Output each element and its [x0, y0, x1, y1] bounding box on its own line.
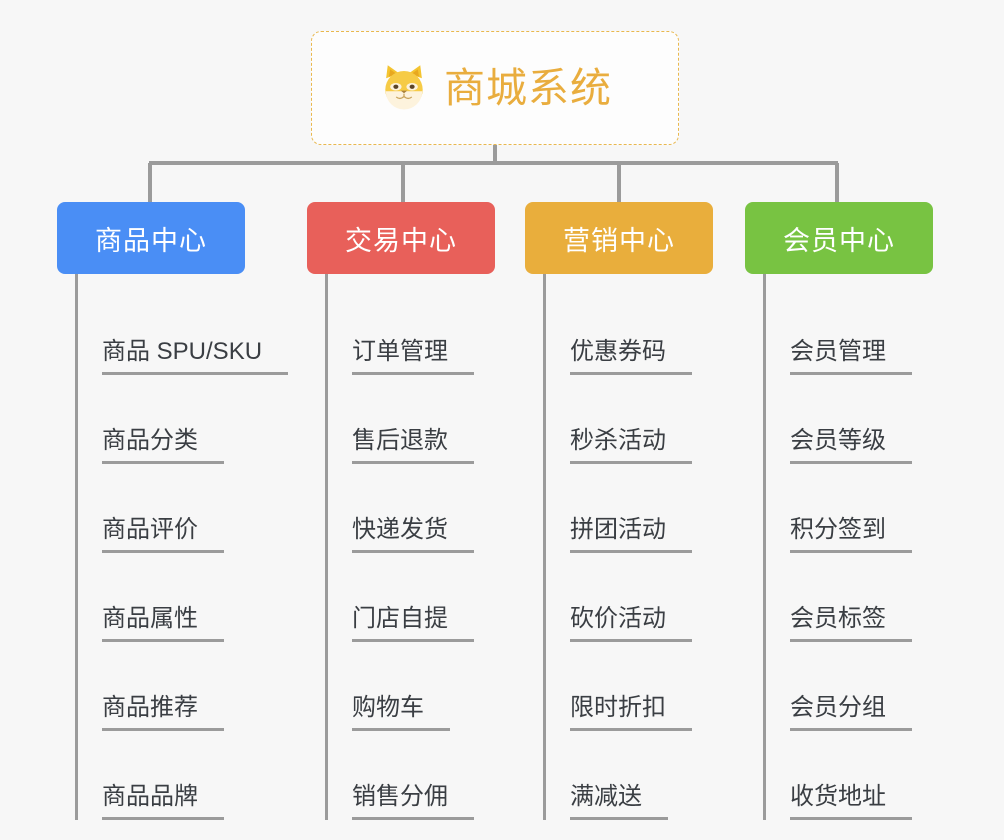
list-item-label: 商品推荐 — [102, 694, 224, 731]
list-item[interactable]: 会员等级 — [766, 375, 933, 464]
root-node-title: 商城系统 — [444, 64, 612, 111]
list-item-label: 商品属性 — [102, 605, 224, 642]
list-item-label: 商品评价 — [102, 516, 224, 553]
list-item[interactable]: 优惠券码 — [546, 286, 713, 375]
list-item[interactable]: 商品评价 — [78, 464, 245, 553]
list-item[interactable]: 商品品牌 — [78, 731, 245, 820]
list-item-label: 商品品牌 — [102, 783, 224, 820]
list-item[interactable]: 拼团活动 — [546, 464, 713, 553]
column-items-marketing-center: 优惠券码 秒杀活动 拼团活动 砍价活动 限时折扣 满减送 — [543, 274, 713, 820]
list-item-label: 积分签到 — [790, 516, 912, 553]
list-item[interactable]: 会员标签 — [766, 553, 933, 642]
list-item[interactable]: 收货地址 — [766, 731, 933, 820]
list-item[interactable]: 商品分类 — [78, 375, 245, 464]
list-item-label: 快递发货 — [352, 516, 474, 553]
list-item[interactable]: 商品推荐 — [78, 642, 245, 731]
list-item[interactable]: 满减送 — [546, 731, 713, 820]
category-header-trade-center[interactable]: 交易中心 — [307, 202, 495, 274]
list-item-label: 会员等级 — [790, 427, 912, 464]
list-item-label: 商品分类 — [102, 427, 224, 464]
list-item-label: 收货地址 — [790, 783, 912, 820]
category-header-label: 商品中心 — [95, 225, 207, 256]
category-header-product-center[interactable]: 商品中心 — [57, 202, 245, 274]
list-item-label: 订单管理 — [352, 338, 474, 375]
list-item-label: 销售分佣 — [352, 783, 474, 820]
column-items-trade-center: 订单管理 售后退款 快递发货 门店自提 购物车 销售分佣 — [325, 274, 495, 820]
list-item-label: 拼团活动 — [570, 516, 692, 553]
list-item[interactable]: 售后退款 — [328, 375, 495, 464]
list-item-label: 优惠券码 — [570, 338, 692, 375]
list-item-label: 砍价活动 — [570, 605, 692, 642]
column-marketing-center: 营销中心 优惠券码 秒杀活动 拼团活动 砍价活动 限时折扣 — [525, 202, 713, 820]
list-item-label: 限时折扣 — [570, 694, 692, 731]
category-header-marketing-center[interactable]: 营销中心 — [525, 202, 713, 274]
list-item[interactable]: 门店自提 — [328, 553, 495, 642]
list-item[interactable]: 商品属性 — [78, 553, 245, 642]
list-item-label: 满减送 — [570, 783, 668, 820]
column-trade-center: 交易中心 订单管理 售后退款 快递发货 门店自提 购物车 — [307, 202, 495, 820]
root-node-mall-system[interactable]: 商城系统 — [311, 31, 679, 145]
column-product-center: 商品中心 商品 SPU/SKU 商品分类 商品评价 商品属性 商品推荐 — [57, 202, 289, 820]
list-item-label: 会员管理 — [790, 338, 912, 375]
list-item[interactable]: 会员管理 — [766, 286, 933, 375]
category-header-label: 交易中心 — [345, 225, 457, 256]
list-item[interactable]: 限时折扣 — [546, 642, 713, 731]
category-header-member-center[interactable]: 会员中心 — [745, 202, 933, 274]
column-member-center: 会员中心 会员管理 会员等级 积分签到 会员标签 会员分组 — [745, 202, 933, 820]
list-item[interactable]: 销售分佣 — [328, 731, 495, 820]
list-item-label: 售后退款 — [352, 427, 474, 464]
shiba-dog-icon — [378, 62, 430, 114]
list-item[interactable]: 会员分组 — [766, 642, 933, 731]
list-item-label: 购物车 — [352, 694, 450, 731]
column-items-product-center: 商品 SPU/SKU 商品分类 商品评价 商品属性 商品推荐 商品品牌 — [75, 274, 289, 820]
list-item[interactable]: 购物车 — [328, 642, 495, 731]
list-item-label: 会员标签 — [790, 605, 912, 642]
list-item[interactable]: 商品 SPU/SKU — [78, 286, 289, 375]
category-header-label: 营销中心 — [563, 225, 675, 256]
list-item[interactable]: 订单管理 — [328, 286, 495, 375]
list-item-label: 商品 SPU/SKU — [102, 338, 289, 375]
list-item[interactable]: 秒杀活动 — [546, 375, 713, 464]
category-header-label: 会员中心 — [783, 225, 895, 256]
list-item-label: 门店自提 — [352, 605, 474, 642]
column-items-member-center: 会员管理 会员等级 积分签到 会员标签 会员分组 收货地址 — [763, 274, 933, 820]
list-item[interactable]: 快递发货 — [328, 464, 495, 553]
list-item[interactable]: 积分签到 — [766, 464, 933, 553]
list-item-label: 秒杀活动 — [570, 427, 692, 464]
list-item-label: 会员分组 — [790, 694, 912, 731]
list-item[interactable]: 砍价活动 — [546, 553, 713, 642]
